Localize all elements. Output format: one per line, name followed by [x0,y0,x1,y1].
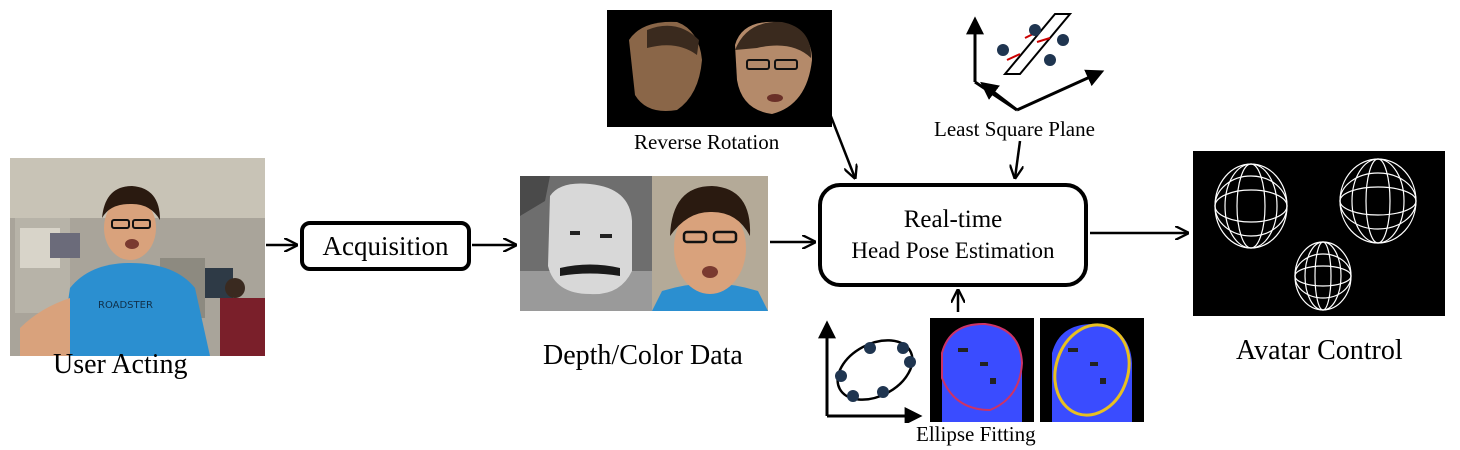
axis-left [980,81,1018,112]
avatar-meshes-image [1193,151,1445,316]
reverse-rotation-label: Reverse Rotation [634,130,780,154]
realtime-title: Real-time [903,206,1003,233]
head-pose-estimation-box: Real-time Head Pose Estimation [818,183,1088,287]
reverse-rotation-svg [607,10,832,127]
user-acting-image: ROADSTER [10,158,265,356]
ellipse-fitting-diagram [818,320,923,423]
svg-text:ROADSTER: ROADSTER [98,300,153,311]
arrow-least-square [1015,140,1020,178]
depth-color-label: Depth/Color Data [543,340,743,371]
least-square-label: Least Square Plane [934,117,1095,141]
ellipse-depth-svg-2 [1040,318,1144,422]
reverse-rotation-image [607,10,832,127]
depth-image [520,176,652,311]
ellipse-depth-image-1 [930,318,1034,422]
depth-map-image [520,176,652,311]
arrow-reverse-rotation [828,113,855,178]
user-acting-photo: ROADSTER [10,158,265,356]
avatar-control-label: Avatar Control [1236,335,1403,366]
color-face-image [652,176,768,311]
least-square-plane-diagram [966,13,1105,112]
acquisition-label: Acquisition [322,230,449,261]
acquisition-box: Acquisition [300,221,471,271]
ellipse-depth-svg-1 [930,318,1034,422]
ellipse-fitting-label: Ellipse Fitting [916,422,1036,446]
fitted-ellipse-overlay [1053,323,1131,417]
head-pose-subtitle: Head Pose Estimation [851,238,1055,263]
color-face-svg [652,176,768,311]
axis-right [1016,69,1105,112]
user-acting-label: User Acting [53,349,188,380]
avatar-mesh-svg [1193,151,1445,316]
ellipse-depth-image-2 [1040,318,1144,422]
